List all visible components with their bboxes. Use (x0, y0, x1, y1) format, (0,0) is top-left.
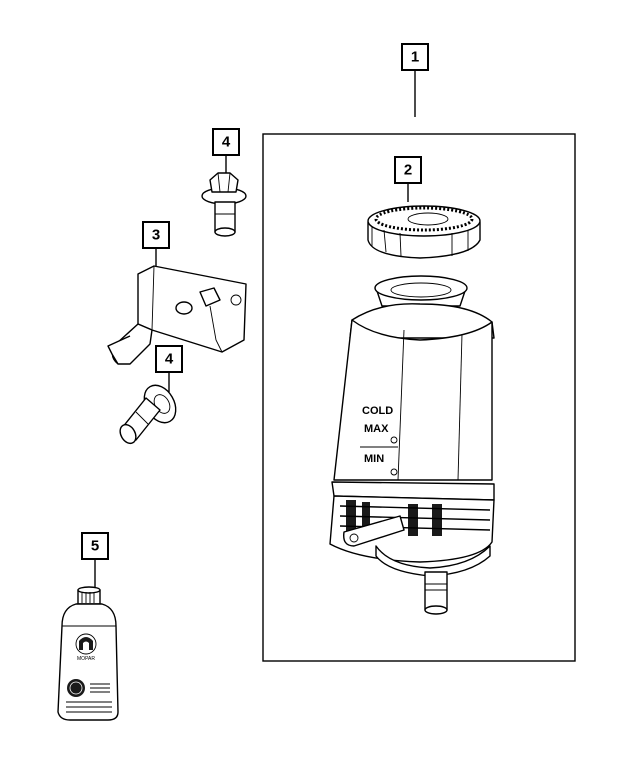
bolt-upper (201, 172, 247, 237)
cold-marking: COLD (362, 405, 393, 417)
fluid-bottle: MOPAR (57, 586, 119, 721)
reservoir-ribs (339, 500, 491, 536)
mounting-bracket (107, 265, 247, 365)
callout-2-label: 2 (404, 162, 412, 179)
callout-3-label: 3 (152, 227, 160, 244)
reservoir-cap (367, 205, 481, 259)
callout-5: 5 (81, 532, 109, 588)
bolt-lower (119, 384, 177, 445)
callout-3: 3 (142, 221, 170, 268)
power-steering-reservoir: COLD MAX MIN (329, 275, 495, 615)
callout-1-label: 1 (411, 49, 419, 66)
brand-name: MOPAR (77, 656, 95, 662)
callout-5-label: 5 (91, 538, 99, 555)
callout-1: 1 (401, 43, 429, 117)
reservoir-assembly-frame (262, 133, 576, 662)
callout-4-upper-label: 4 (222, 134, 231, 151)
callout-4-upper: 4 (212, 128, 240, 175)
min-marking: MIN (364, 453, 384, 465)
max-marking: MAX (364, 423, 389, 435)
callout-4-lower-label: 4 (165, 351, 174, 368)
callout-4-lower: 4 (155, 345, 183, 392)
brand-logo: MOPAR (75, 633, 97, 662)
bottle-label-lines (66, 683, 112, 713)
callout-2: 2 (394, 156, 422, 202)
